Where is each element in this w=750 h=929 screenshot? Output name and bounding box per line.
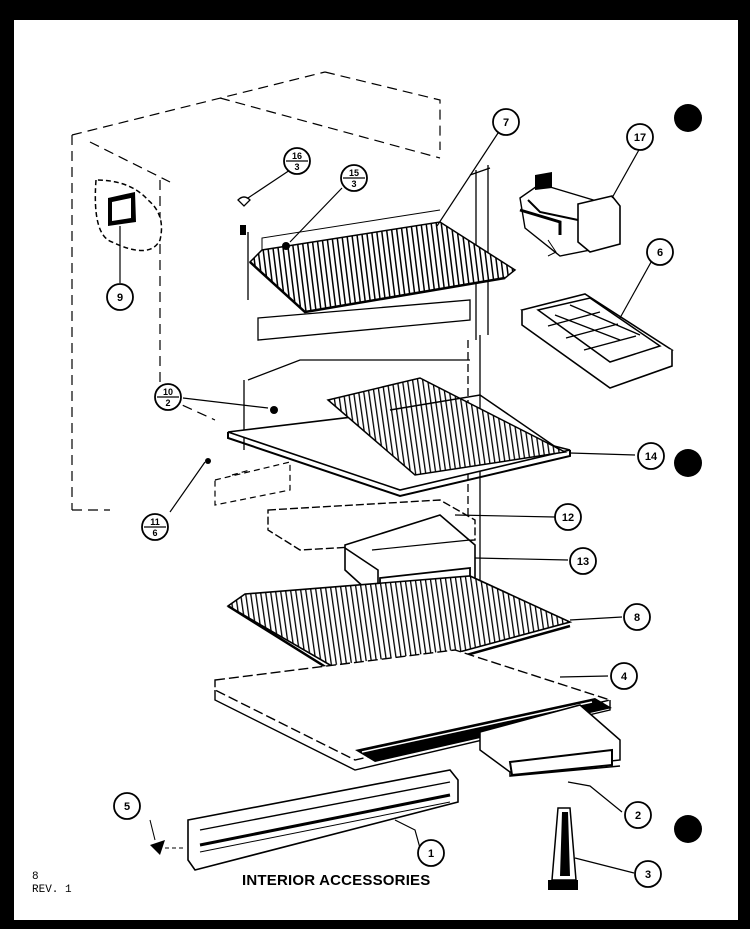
diagram-title: INTERIOR ACCESSORIES [242, 872, 431, 889]
registration-dot-middle [674, 449, 702, 477]
callout-c7: 7 [492, 108, 520, 136]
fraction-bottom-15: 3 [351, 179, 356, 189]
fraction-bottom-16: 3 [294, 162, 299, 172]
callout-c4: 4 [610, 662, 638, 690]
screw-part-11 [205, 458, 211, 464]
fraction-callout-16-3: 16 3 [283, 147, 311, 175]
callout-label-14: 14 [645, 451, 658, 463]
page-number: 8 [32, 871, 39, 883]
callout-label-7: 7 [503, 117, 509, 129]
lower-pan-part-2 [479, 704, 623, 813]
leveling-leg-part-3 [548, 807, 635, 890]
callout-c12: 12 [554, 503, 582, 531]
callout-label-1: 1 [428, 848, 434, 860]
callout-label-4: 4 [621, 671, 628, 683]
callout-label-13: 13 [577, 556, 589, 568]
callout-label-2: 2 [635, 810, 641, 822]
fraction-bottom-10: 2 [165, 398, 170, 408]
callout-c8: 8 [623, 603, 651, 631]
callout-c14: 14 [637, 442, 665, 470]
fraction-callout-10-2: 10 2 [154, 383, 182, 411]
registration-dot-bottom [674, 815, 702, 843]
callout-c6: 6 [646, 238, 674, 266]
registration-dot-top [674, 104, 702, 132]
screw-part-5 [149, 819, 185, 855]
bracket-part-11 [169, 461, 291, 513]
callout-c9: 9 [106, 283, 134, 311]
callout-label-3: 3 [645, 869, 651, 881]
light-switch-part-9 [94, 179, 163, 283]
cabinet-liner-outline [71, 71, 441, 511]
toe-grille-part-1 [187, 769, 459, 871]
callout-c3: 3 [634, 860, 662, 888]
wire-shelf-part-14 [227, 377, 636, 498]
callout-label-8: 8 [634, 612, 640, 624]
callout-label-5: 5 [124, 801, 130, 813]
fraction-top-15: 15 [349, 168, 359, 178]
fraction-top-11: 11 [150, 517, 160, 527]
callout-label-9: 9 [117, 292, 123, 304]
ice-tray-part-6 [520, 254, 674, 389]
fraction-top-16: 16 [292, 151, 302, 161]
callout-c1: 1 [417, 839, 445, 867]
callout-label-6: 6 [657, 247, 663, 259]
fraction-callout-11-6: 11 6 [141, 513, 169, 541]
callout-c17: 17 [626, 123, 654, 151]
callout-c2: 2 [624, 801, 652, 829]
fraction-top-10: 10 [163, 387, 173, 397]
revision-label: REV. 1 [32, 884, 72, 896]
top-wire-shelf-part-7 [248, 129, 517, 314]
callout-label-17: 17 [634, 132, 646, 144]
callout-label-12: 12 [562, 512, 574, 524]
callout-c13: 13 [569, 547, 597, 575]
callout-c5: 5 [113, 792, 141, 820]
ice-maker-part-17 [519, 147, 641, 257]
fraction-callout-15-3: 15 3 [340, 164, 368, 192]
fasteners [182, 169, 343, 414]
fraction-bottom-11: 6 [152, 528, 157, 538]
